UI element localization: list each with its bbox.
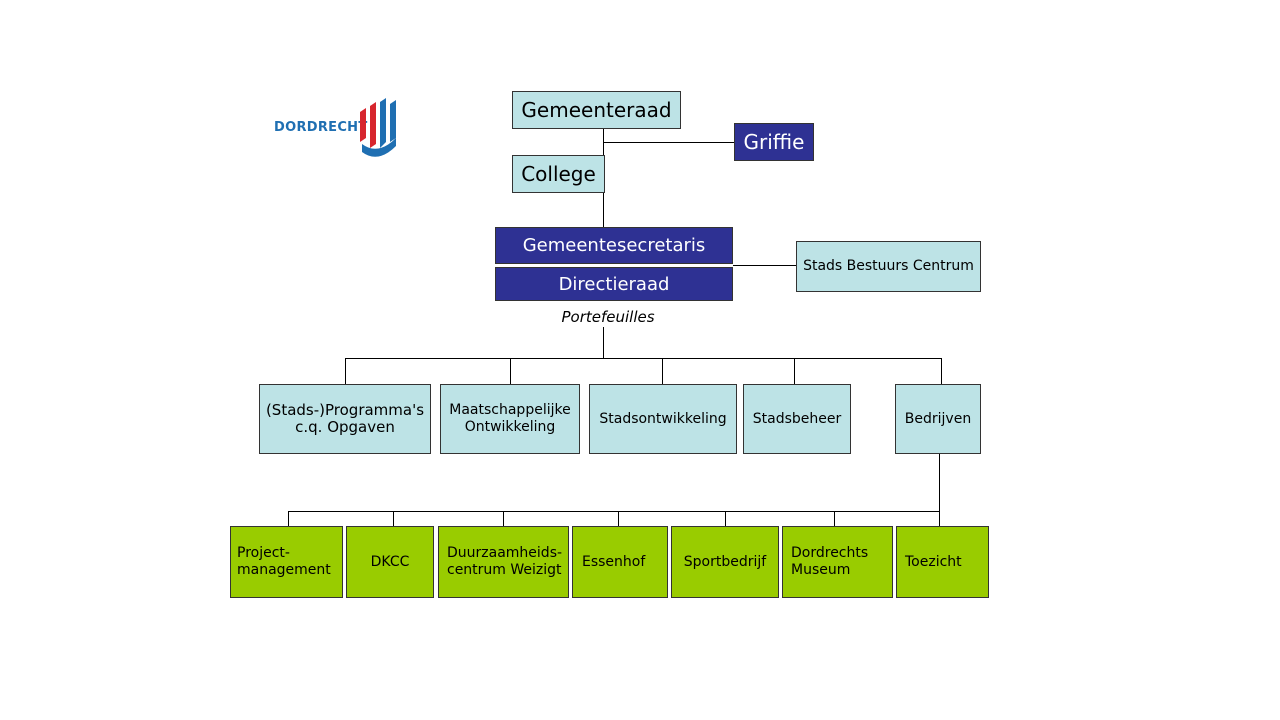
connector: [939, 454, 940, 526]
connector: [393, 511, 394, 526]
connector: [288, 511, 289, 526]
stads-bestuurs-centrum-box: Stads Bestuurs Centrum: [796, 241, 981, 292]
directieraad-box: Directieraad: [495, 267, 733, 301]
connector: [345, 358, 942, 359]
connector: [603, 327, 604, 358]
bedrijf-projectmanagement-box: Project- management: [230, 526, 343, 598]
connector: [834, 511, 835, 526]
logo-mark-icon: [360, 98, 396, 157]
connector: [603, 193, 604, 227]
connector: [603, 142, 734, 143]
dordrecht-logo: DORDRECHT: [274, 98, 398, 166]
portefeuilles-label: Portefeuilles: [561, 308, 655, 326]
bedrijf-sportbedrijf-box: Sportbedrijf: [671, 526, 779, 598]
connector: [503, 511, 504, 526]
bedrijf-toezicht-box: Toezicht: [896, 526, 989, 598]
gemeentesecretaris-box: Gemeentesecretaris: [495, 227, 733, 264]
portefeuille-stadsontwikkeling-box: Stadsontwikkeling: [589, 384, 737, 454]
bedrijf-essenhof-box: Essenhof: [572, 526, 668, 598]
connector: [510, 358, 511, 384]
connector: [941, 358, 942, 384]
portefeuille-bedrijven-box: Bedrijven: [895, 384, 981, 454]
bedrijf-dkcc-box: DKCC: [346, 526, 434, 598]
logo-text: DORDRECHT: [274, 120, 368, 135]
gemeenteraad-box: Gemeenteraad: [512, 91, 681, 129]
griffie-box: Griffie: [734, 123, 814, 161]
bedrijf-duurzaamheidscentrum-box: Duurzaamheids- centrum Weizigt: [438, 526, 569, 598]
college-box: College: [512, 155, 605, 193]
connector: [662, 358, 663, 384]
portefeuille-maatschappelijke-ontwikkeling-box: Maatschappelijke Ontwikkeling: [440, 384, 580, 454]
connector: [618, 511, 619, 526]
connector: [288, 511, 940, 512]
connector: [733, 265, 797, 266]
portefeuille-stadsbeheer-box: Stadsbeheer: [743, 384, 851, 454]
bedrijf-dordrechts-museum-box: Dordrechts Museum: [782, 526, 893, 598]
connector: [725, 511, 726, 526]
connector: [794, 358, 795, 384]
connector: [345, 358, 346, 384]
portefeuille-programmas-box: (Stads-)Programma's c.q. Opgaven: [259, 384, 431, 454]
